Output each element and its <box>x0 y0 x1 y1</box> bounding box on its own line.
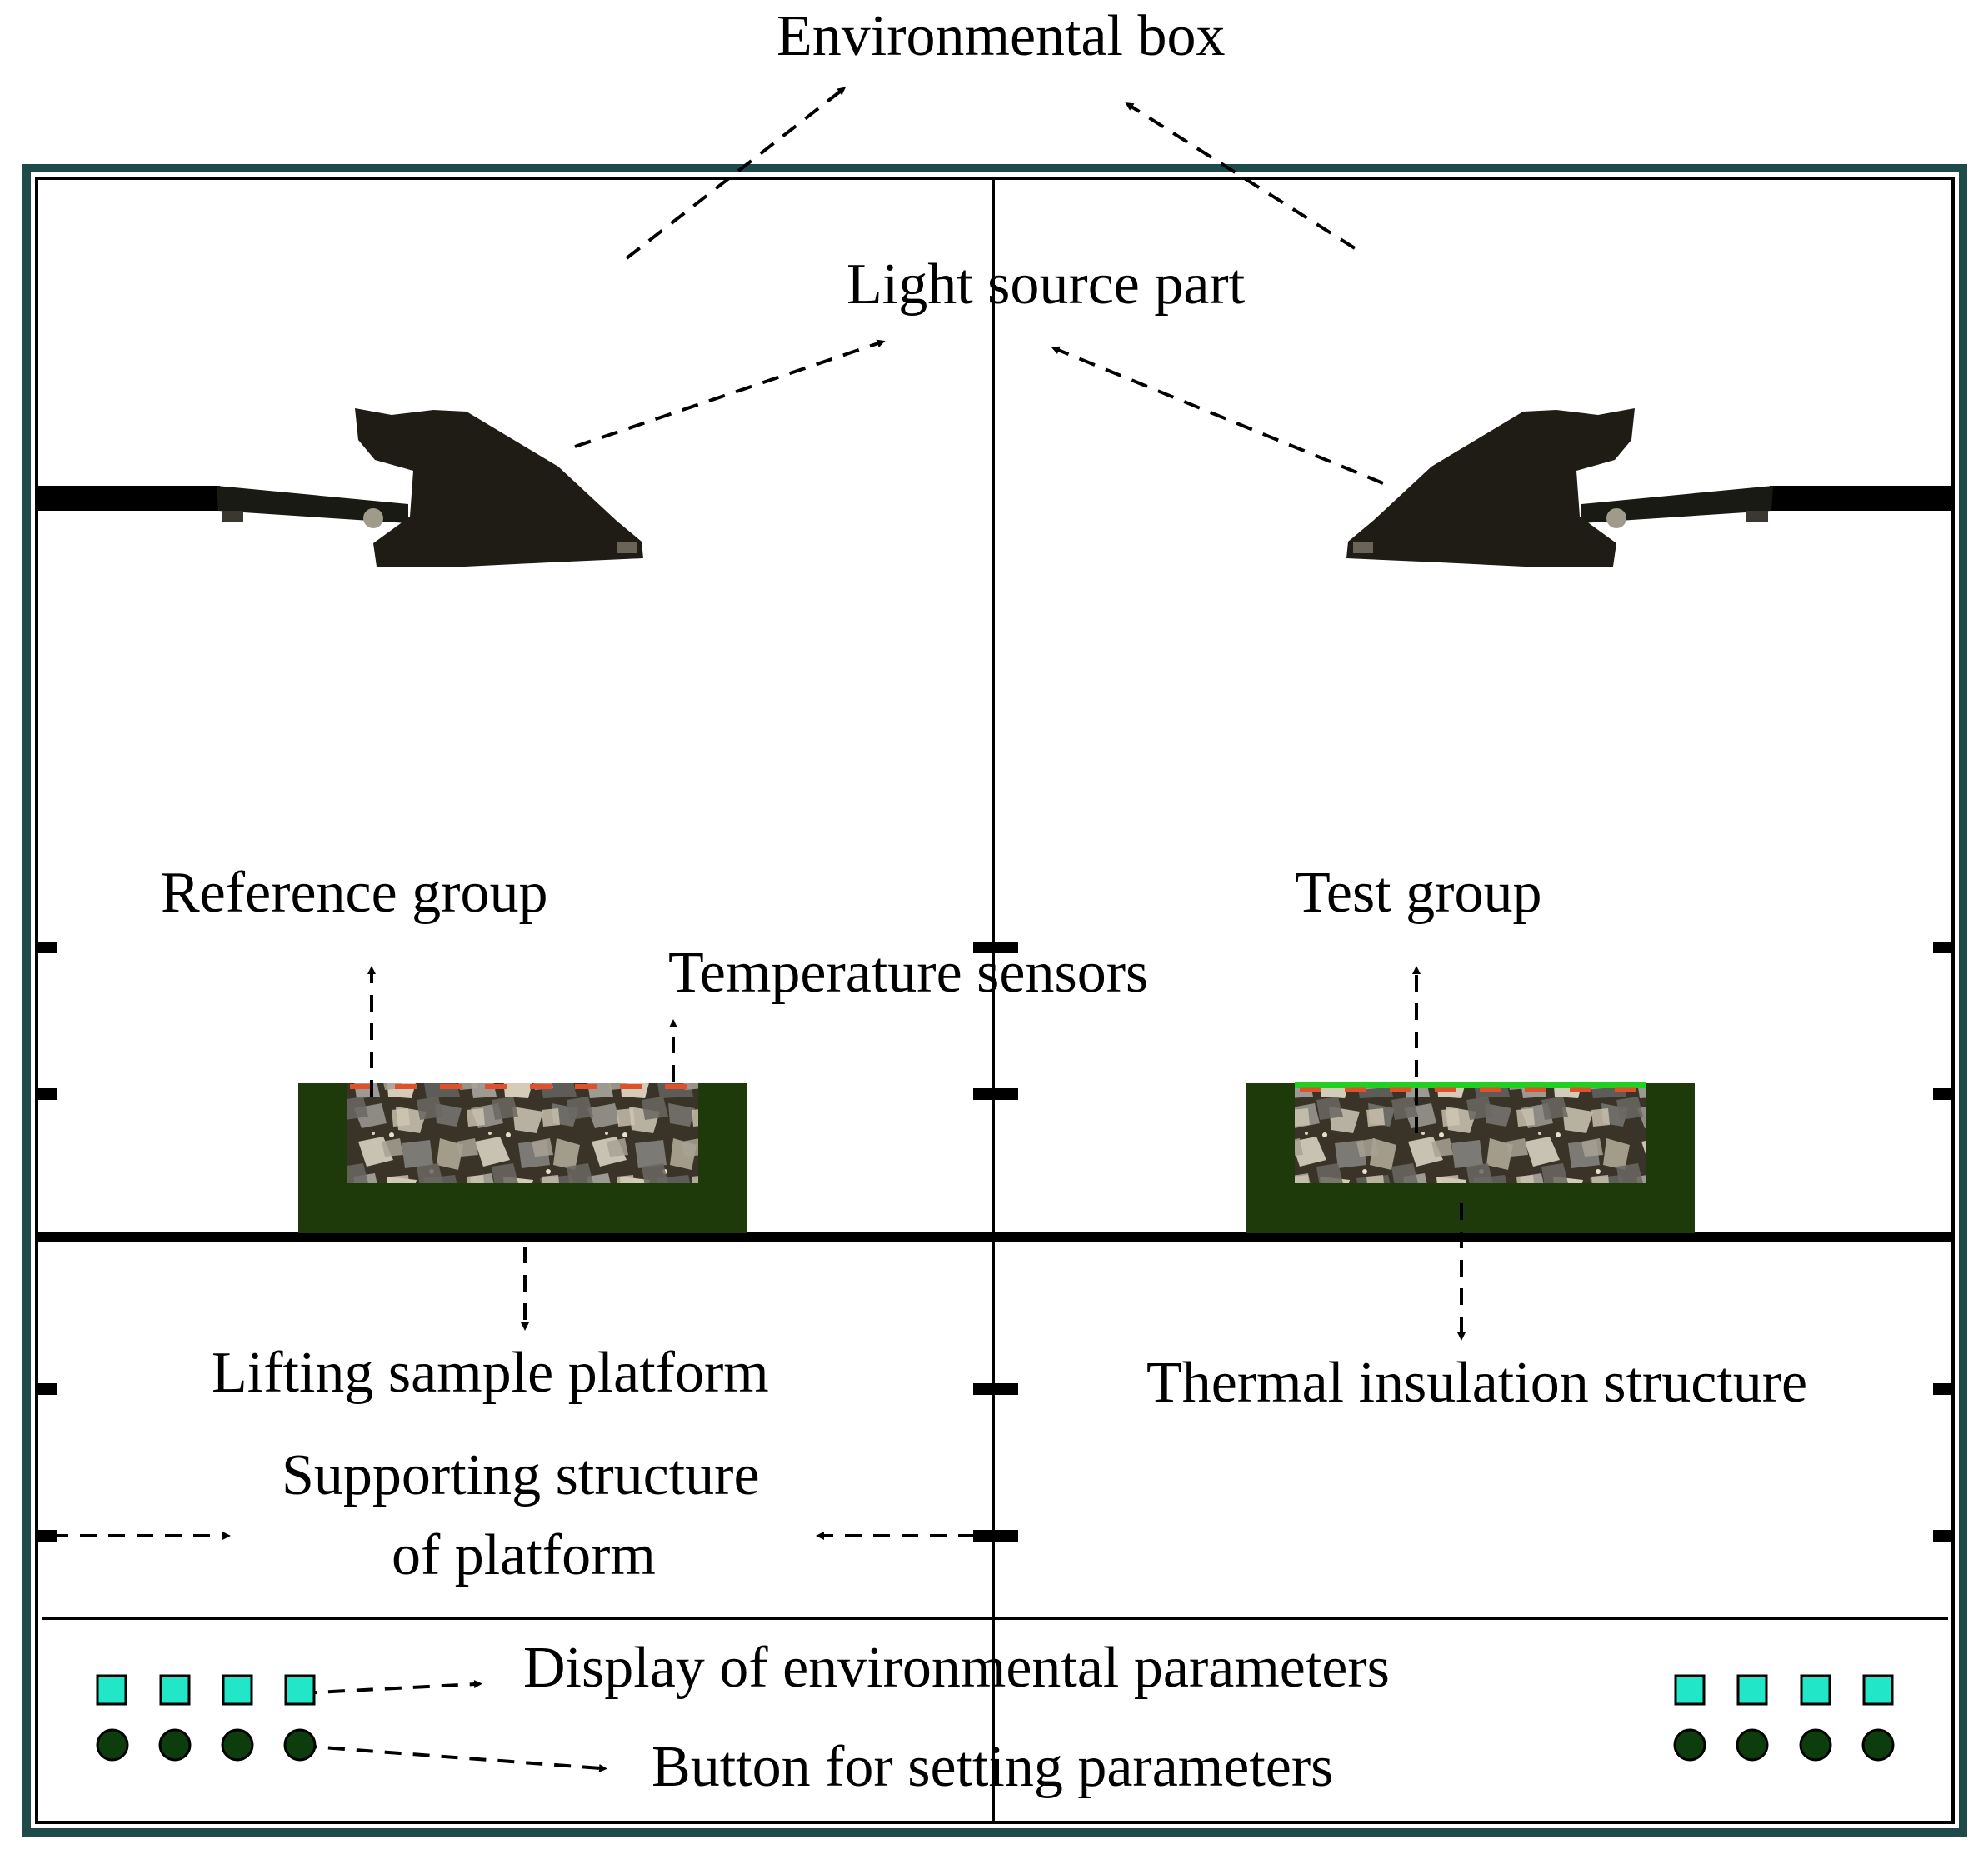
label-lifting-sample-platform: Lifting sample platform <box>212 1341 769 1405</box>
label-button-for-setting-parameters: Button for setting parameters <box>652 1735 1333 1799</box>
setting-button[interactable] <box>221 1728 254 1762</box>
label-supporting-structure-line1: Supporting structure <box>282 1443 760 1507</box>
display-indicator <box>284 1674 316 1706</box>
display-indicator <box>159 1674 191 1706</box>
display-indicator <box>222 1674 253 1706</box>
display-indicator <box>1674 1674 1706 1706</box>
setting-button[interactable] <box>96 1728 129 1762</box>
display-indicator <box>96 1674 127 1706</box>
label-display-of-environmental-parameters: Display of environmental parameters <box>523 1636 1390 1700</box>
thermal-insulation-layer <box>1295 1082 1646 1088</box>
lamp-right <box>1346 408 1953 567</box>
control-panel-right <box>1673 1674 1895 1762</box>
label-test-group: Test group <box>1295 861 1541 925</box>
test-sample-container <box>1246 1082 1695 1233</box>
environmental-box-inner-frame <box>35 177 1955 1824</box>
display-indicator <box>1736 1674 1768 1706</box>
reference-sample-container <box>298 1083 747 1233</box>
setting-button[interactable] <box>158 1728 192 1762</box>
lamp-left <box>37 408 643 567</box>
environmental-box-frame <box>22 164 1967 1837</box>
label-light-source-part: Light source part <box>847 252 1246 317</box>
setting-button[interactable] <box>1799 1728 1832 1762</box>
label-reference-group: Reference group <box>161 861 547 925</box>
label-thermal-insulation-structure: Thermal insulation structure <box>1146 1351 1807 1415</box>
wall-tick-marks <box>37 942 1953 1542</box>
setting-button[interactable] <box>283 1728 317 1762</box>
setting-button[interactable] <box>1861 1728 1895 1762</box>
annotation-arrows <box>52 87 1466 1772</box>
display-indicator <box>1800 1674 1831 1706</box>
display-indicator <box>1862 1674 1894 1706</box>
label-temperature-sensors: Temperature sensors <box>668 941 1148 1005</box>
setting-button[interactable] <box>1736 1728 1769 1762</box>
label-environmental-box: Environmental box <box>777 4 1226 68</box>
control-panel-left <box>96 1674 317 1762</box>
label-supporting-structure-line2: of platform <box>392 1523 656 1587</box>
setting-button[interactable] <box>1673 1728 1706 1762</box>
